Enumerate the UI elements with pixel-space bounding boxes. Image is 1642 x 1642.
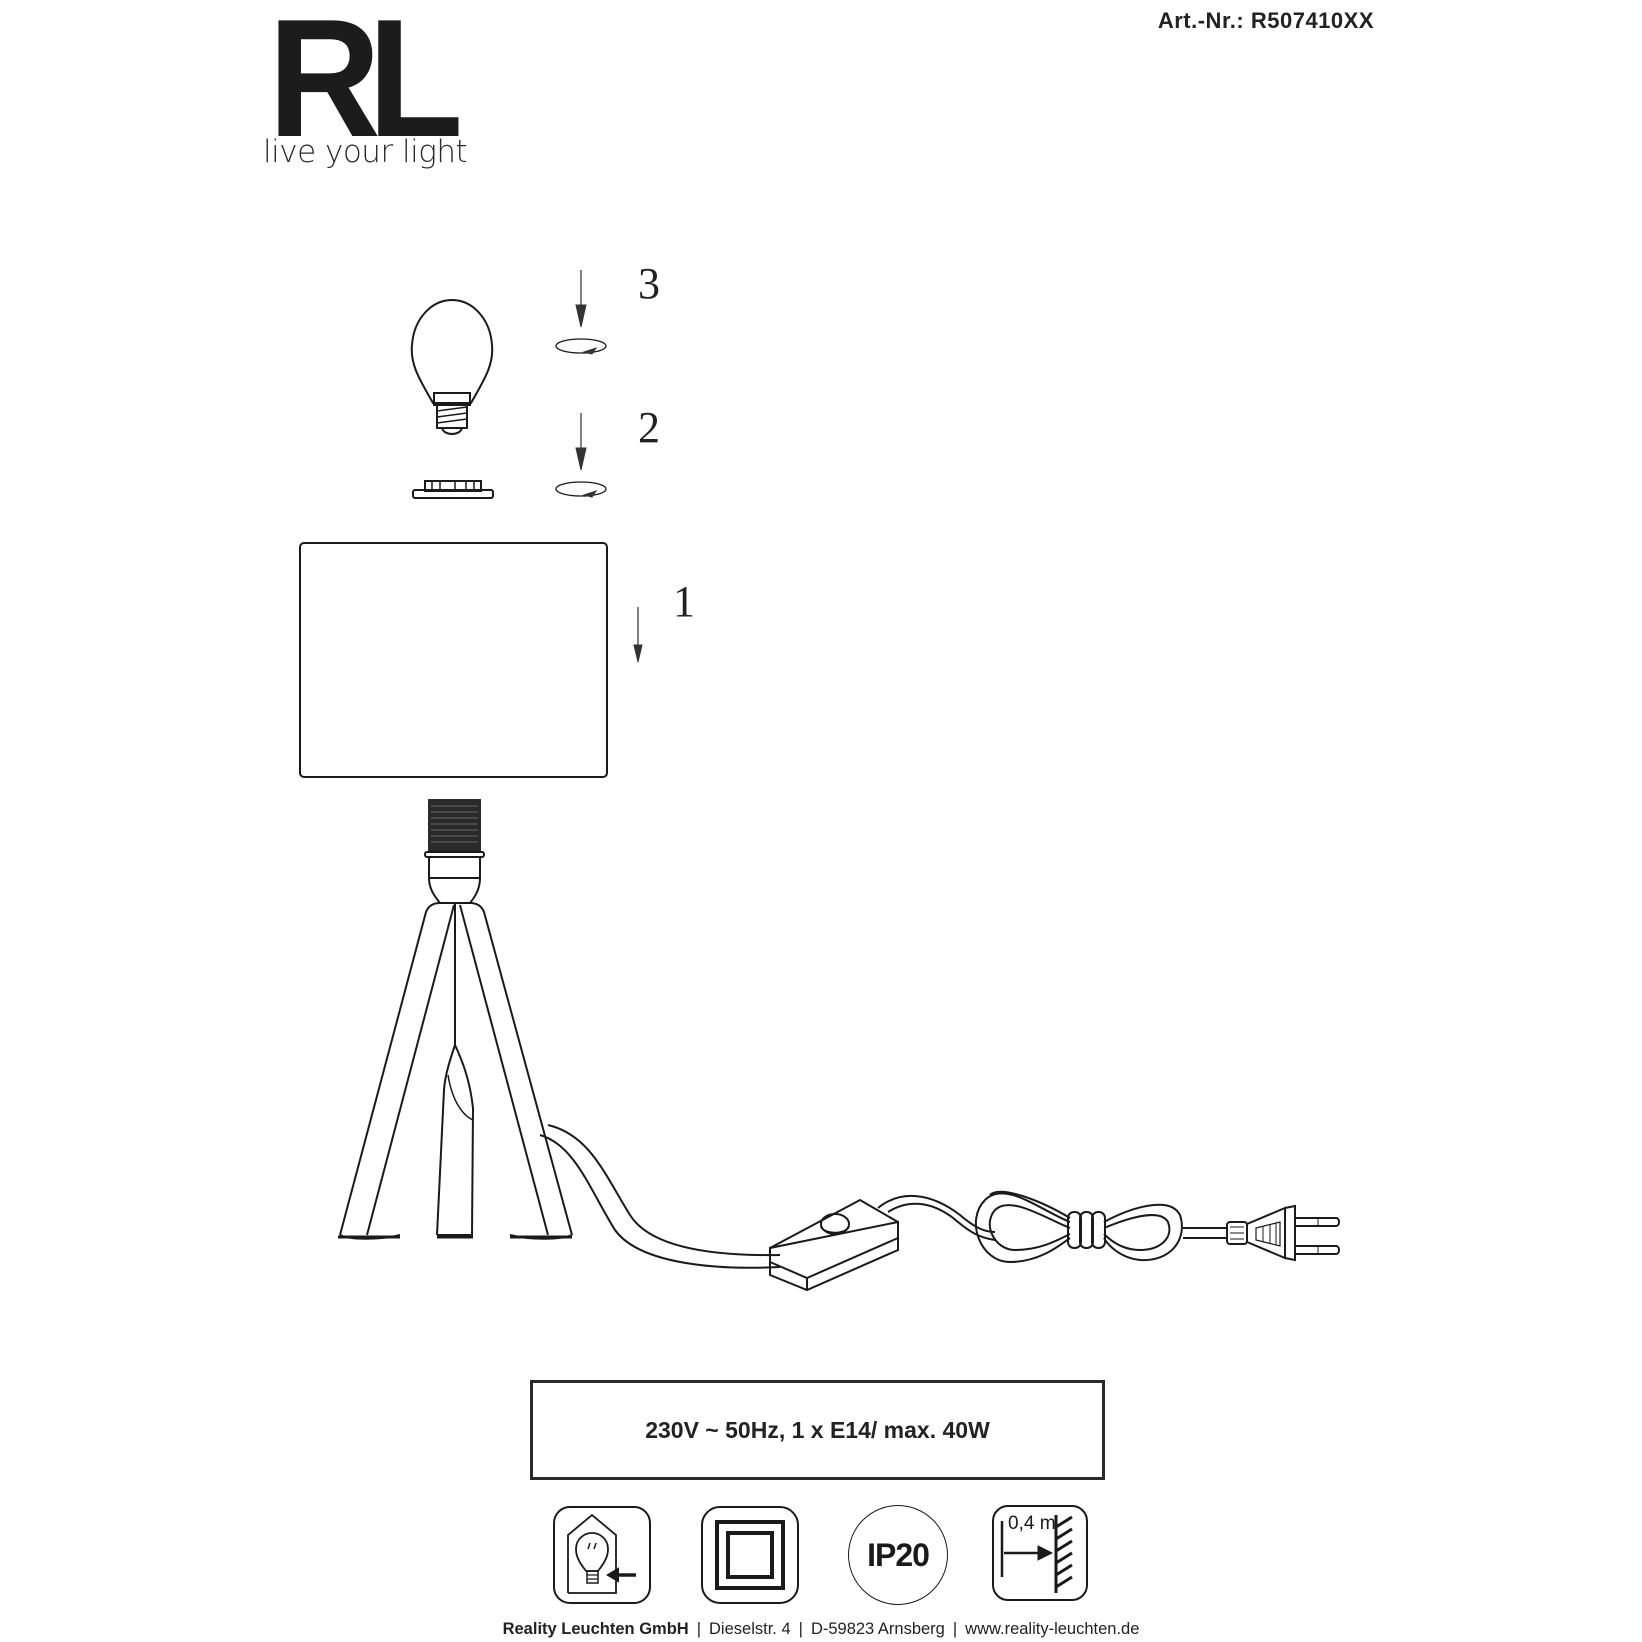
- rotate-clockwise-icon: [555, 481, 607, 498]
- down-arrow-icon: [575, 270, 587, 328]
- safety-symbols: IP20 0,4 m: [550, 1505, 1090, 1605]
- article-number: Art.-Nr.: R507410XX: [1157, 8, 1374, 33]
- brand-tagline: live your light: [263, 134, 468, 170]
- specification-text: 230V ~ 50Hz, 1 x E14/ max. 40W: [645, 1416, 990, 1443]
- assembly-drawing: [299, 270, 1340, 1292]
- down-arrow-icon: [575, 413, 587, 471]
- company-footer: Reality Leuchten GmbH|Dieselstr. 4|D-598…: [502, 1620, 1140, 1638]
- coiled-cable-icon: [975, 1190, 1227, 1264]
- tripod-base-icon: [338, 902, 573, 1240]
- company-city: D-59823 Arnsberg: [810, 1620, 945, 1638]
- down-arrow-icon: [633, 607, 643, 663]
- company-website-link[interactable]: www.reality-leuchten.de: [965, 1620, 1140, 1638]
- min-distance-icon: 0,4 m: [992, 1505, 1088, 1601]
- shade-ring-icon: [412, 480, 494, 499]
- company-street: Dieselstr. 4: [709, 1620, 791, 1638]
- rotate-clockwise-icon: [555, 338, 607, 355]
- lampshade-icon: [299, 542, 608, 778]
- min-distance-label: 0,4 m: [1008, 1513, 1056, 1534]
- socket-icon: [424, 799, 485, 904]
- protection-class-2-icon: [701, 1506, 799, 1604]
- ip-rating-label: IP20: [867, 1536, 930, 1573]
- power-cable-icon: [539, 1124, 781, 1269]
- bulb-replaceable-by-user-icon: [553, 1506, 651, 1604]
- step-number-3: 3: [638, 259, 660, 308]
- company-name: Reality Leuchten GmbH: [502, 1620, 689, 1638]
- cord-switch-icon: [769, 1195, 996, 1292]
- light-bulb-icon: [410, 298, 494, 435]
- specification-box: 230V ~ 50Hz, 1 x E14/ max. 40W: [530, 1380, 1105, 1480]
- step-number-1: 1: [673, 577, 695, 626]
- ip-rating-icon: IP20: [848, 1505, 948, 1605]
- brand-logo: RL: [268, 0, 463, 172]
- step-number-2: 2: [638, 403, 660, 452]
- euro-plug-icon: [1226, 1204, 1340, 1262]
- wall-distance-arrow-icon: [1000, 1515, 1073, 1593]
